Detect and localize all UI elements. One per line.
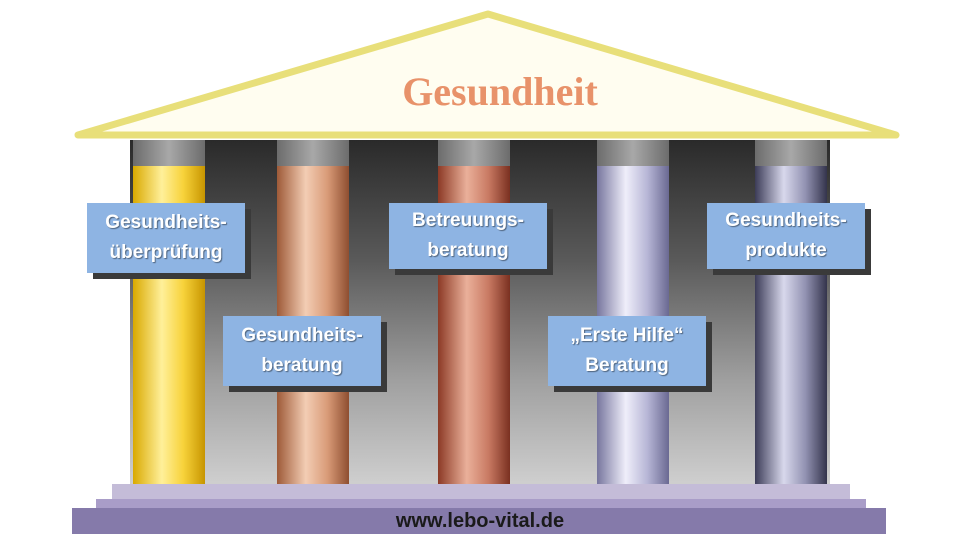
column-2 bbox=[277, 140, 349, 485]
label-erste-hilfe-beratung: „Erste Hilfe“ Beratung bbox=[548, 316, 706, 386]
label-5-line-1: Gesundheits- bbox=[725, 210, 847, 231]
column-3 bbox=[438, 140, 510, 485]
label-gesundheitsberatung: Gesundheits- beratung bbox=[223, 316, 381, 386]
base-step-bottom bbox=[72, 508, 886, 534]
label-1-line-1: Gesundheits- bbox=[105, 212, 227, 233]
label-2-line-2: beratung bbox=[261, 355, 343, 376]
column-4-capital bbox=[597, 140, 669, 166]
label-1-line-2: überprüfung bbox=[109, 242, 223, 263]
column-1 bbox=[133, 140, 205, 485]
roof-triangle bbox=[74, 10, 900, 139]
column-3-capital bbox=[438, 140, 510, 166]
label-4-line-1: „Erste Hilfe“ bbox=[570, 325, 684, 346]
base-step-top bbox=[112, 484, 850, 500]
label-2-line-1: Gesundheits- bbox=[241, 325, 363, 346]
label-3-line-1: Betreuungs- bbox=[412, 210, 524, 231]
roof bbox=[74, 10, 900, 139]
column-1-capital bbox=[133, 140, 205, 166]
website-url: www.lebo-vital.de bbox=[395, 510, 565, 532]
label-betreuungsberatung: Betreuungs- beratung bbox=[389, 203, 547, 269]
column-5-capital bbox=[755, 140, 827, 166]
label-gesundheitsueberpruefung: Gesundheits- überprüfung bbox=[87, 203, 245, 273]
label-5-line-2: produkte bbox=[745, 240, 827, 261]
label-gesundheitsprodukte: Gesundheits- produkte bbox=[707, 203, 865, 269]
column-2-capital bbox=[277, 140, 349, 166]
label-4-line-2: Beratung bbox=[585, 355, 669, 376]
column-5 bbox=[755, 140, 827, 485]
column-4 bbox=[597, 140, 669, 485]
roof-title: Gesundheit bbox=[402, 69, 598, 114]
base-step-middle bbox=[96, 499, 866, 509]
label-3-line-2: beratung bbox=[427, 240, 509, 261]
